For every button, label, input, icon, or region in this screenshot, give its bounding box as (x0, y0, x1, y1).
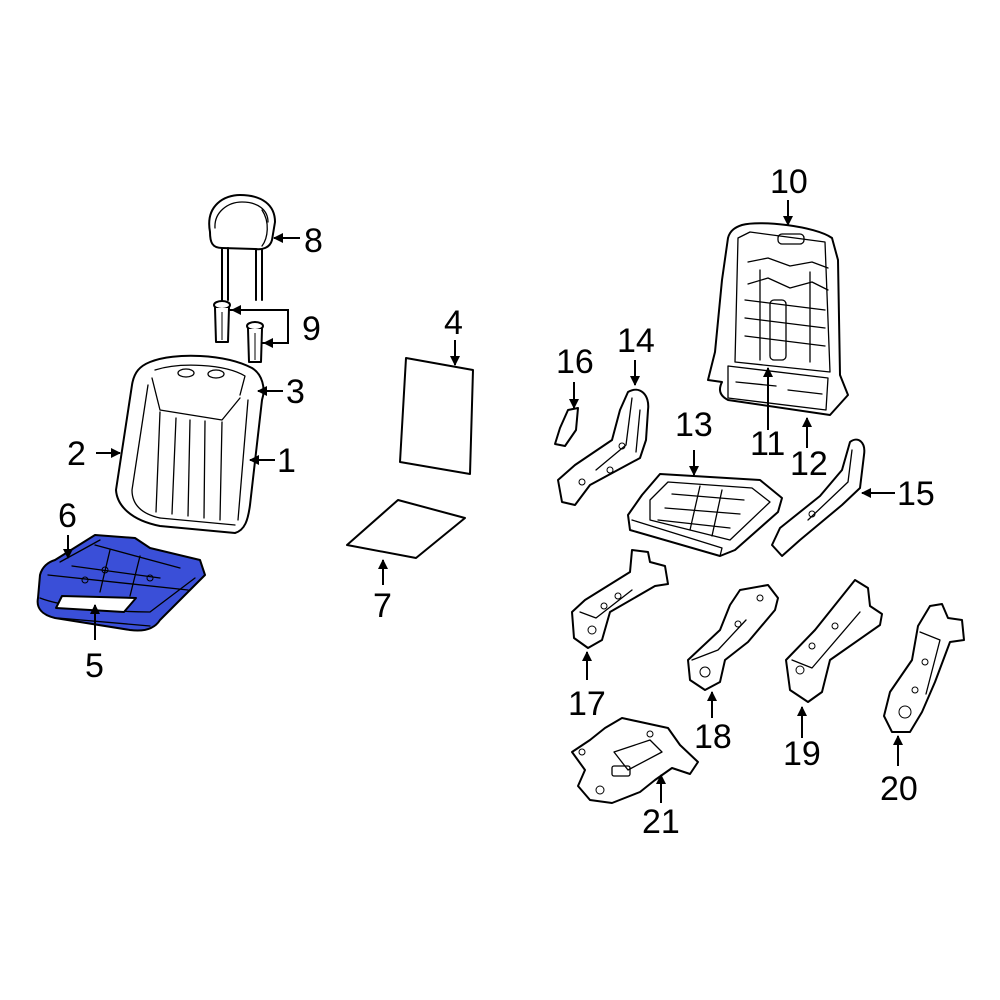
callout-11: 11 (750, 425, 785, 463)
side-shield-part[interactable] (557, 388, 650, 506)
seat-track-part-17[interactable] (571, 549, 669, 649)
seat-back-cover-part[interactable] (115, 354, 265, 534)
callout-2: 2 (67, 435, 86, 473)
seat-track-part-20[interactable] (883, 603, 965, 733)
callout-18: 18 (694, 718, 732, 756)
callout-17: 17 (568, 685, 606, 723)
callout-7: 7 (373, 587, 392, 625)
callout-10: 10 (770, 163, 808, 201)
callout-19: 19 (783, 735, 821, 773)
seat-cushion-frame-part[interactable] (627, 473, 783, 557)
callout-16: 16 (556, 343, 594, 381)
riser-part-18[interactable] (687, 584, 779, 691)
callout-labels: 1 2 3 4 5 6 7 8 9 10 11 12 13 14 15 16 1… (58, 163, 935, 841)
callout-6: 6 (58, 497, 77, 535)
seat-cushion-pad-part[interactable] (36, 534, 206, 632)
trim-cover-part[interactable] (554, 407, 579, 447)
callout-15: 15 (897, 475, 935, 513)
riser-part-19[interactable] (785, 579, 883, 703)
headrest-guides-part[interactable] (213, 300, 264, 363)
callout-3: 3 (286, 373, 305, 411)
callout-12: 12 (790, 445, 828, 483)
callout-9: 9 (302, 310, 321, 348)
cushion-heater-part[interactable] (346, 499, 466, 559)
callout-21: 21 (642, 803, 680, 841)
callout-5: 5 (85, 647, 104, 685)
callout-8: 8 (304, 222, 323, 260)
callout-4: 4 (444, 304, 463, 342)
headrest-part[interactable] (208, 194, 276, 301)
callout-1: 1 (277, 442, 296, 480)
switch-bracket-part[interactable] (571, 717, 699, 804)
leader-lines (63, 200, 903, 803)
seat-back-frame-part[interactable] (707, 222, 849, 416)
back-heater-part[interactable] (399, 357, 474, 475)
outer-shield-part[interactable] (771, 438, 866, 557)
callout-13: 13 (675, 406, 713, 444)
callout-20: 20 (880, 770, 918, 808)
callout-14: 14 (617, 322, 655, 360)
